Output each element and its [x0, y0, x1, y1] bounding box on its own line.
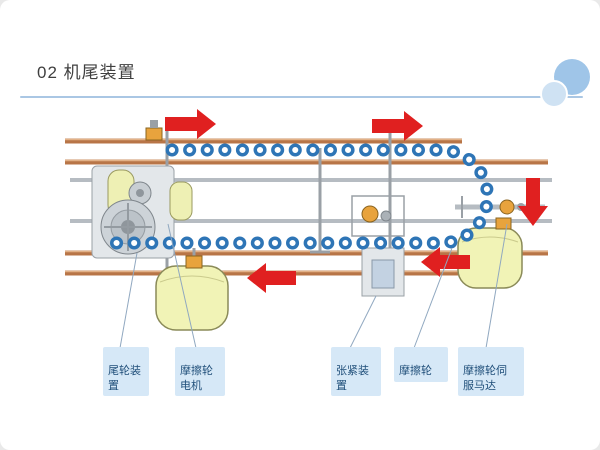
- tail-wheel-assembly: [91, 120, 193, 259]
- tension-frame: [351, 195, 405, 237]
- left-bucket-clamp: [185, 255, 203, 269]
- callout-label: 张紧装 置: [336, 365, 369, 392]
- servo-motor: [499, 199, 515, 215]
- inner-drum: [169, 181, 193, 221]
- callout-tail-wheel-device: 尾轮装 置: [103, 347, 149, 396]
- decorative-circle-small-icon: [540, 80, 568, 108]
- chain-loop: [105, 143, 494, 250]
- page-title: 02 机尾装置: [37, 63, 136, 82]
- callout-lines: [119, 223, 508, 349]
- flow-arrow-right-2-icon: [372, 111, 423, 141]
- carrier-buckets: [155, 217, 523, 331]
- callout-friction-wheel: 摩擦轮: [394, 347, 448, 382]
- leader-tension: [349, 295, 377, 349]
- leader-servo: [485, 223, 508, 349]
- title-divider: [20, 96, 583, 98]
- flow-arrow-down-icon: [518, 178, 548, 226]
- callout-label: 尾轮装 置: [108, 365, 141, 392]
- tension-gear: [380, 210, 392, 222]
- flow-arrow-left-1-icon: [421, 247, 470, 277]
- tension-motor: [361, 205, 379, 223]
- right-bucket-clamp: [495, 217, 512, 230]
- flow-arrow-right-1-icon: [165, 109, 216, 139]
- callout-friction-wheel-servo: 摩擦轮伺 服马达: [458, 347, 524, 396]
- flow-arrow-left-2-icon: [247, 263, 296, 293]
- callout-tension-device: 张紧装 置: [331, 347, 381, 396]
- clamp-cap: [150, 120, 158, 128]
- bracket-slot: [371, 259, 395, 289]
- left-bucket-rim: [159, 275, 225, 283]
- leader-tail-wheel: [119, 252, 138, 349]
- chain-rollers-outer: [105, 143, 494, 250]
- callout-label: 摩擦轮伺 服马达: [463, 365, 507, 392]
- callout-label: 摩擦轮 电机: [180, 365, 213, 392]
- flow-arrows: [165, 109, 548, 293]
- callout-friction-wheel-motor: 摩擦轮 电机: [175, 347, 225, 396]
- leader-friction-motor: [167, 223, 197, 349]
- motor-pulley-hub: [136, 189, 144, 197]
- rail-clamp: [145, 127, 163, 141]
- callout-label: 摩擦轮: [399, 365, 432, 378]
- leader-friction-wheel: [413, 247, 453, 349]
- tension-device: [351, 195, 405, 297]
